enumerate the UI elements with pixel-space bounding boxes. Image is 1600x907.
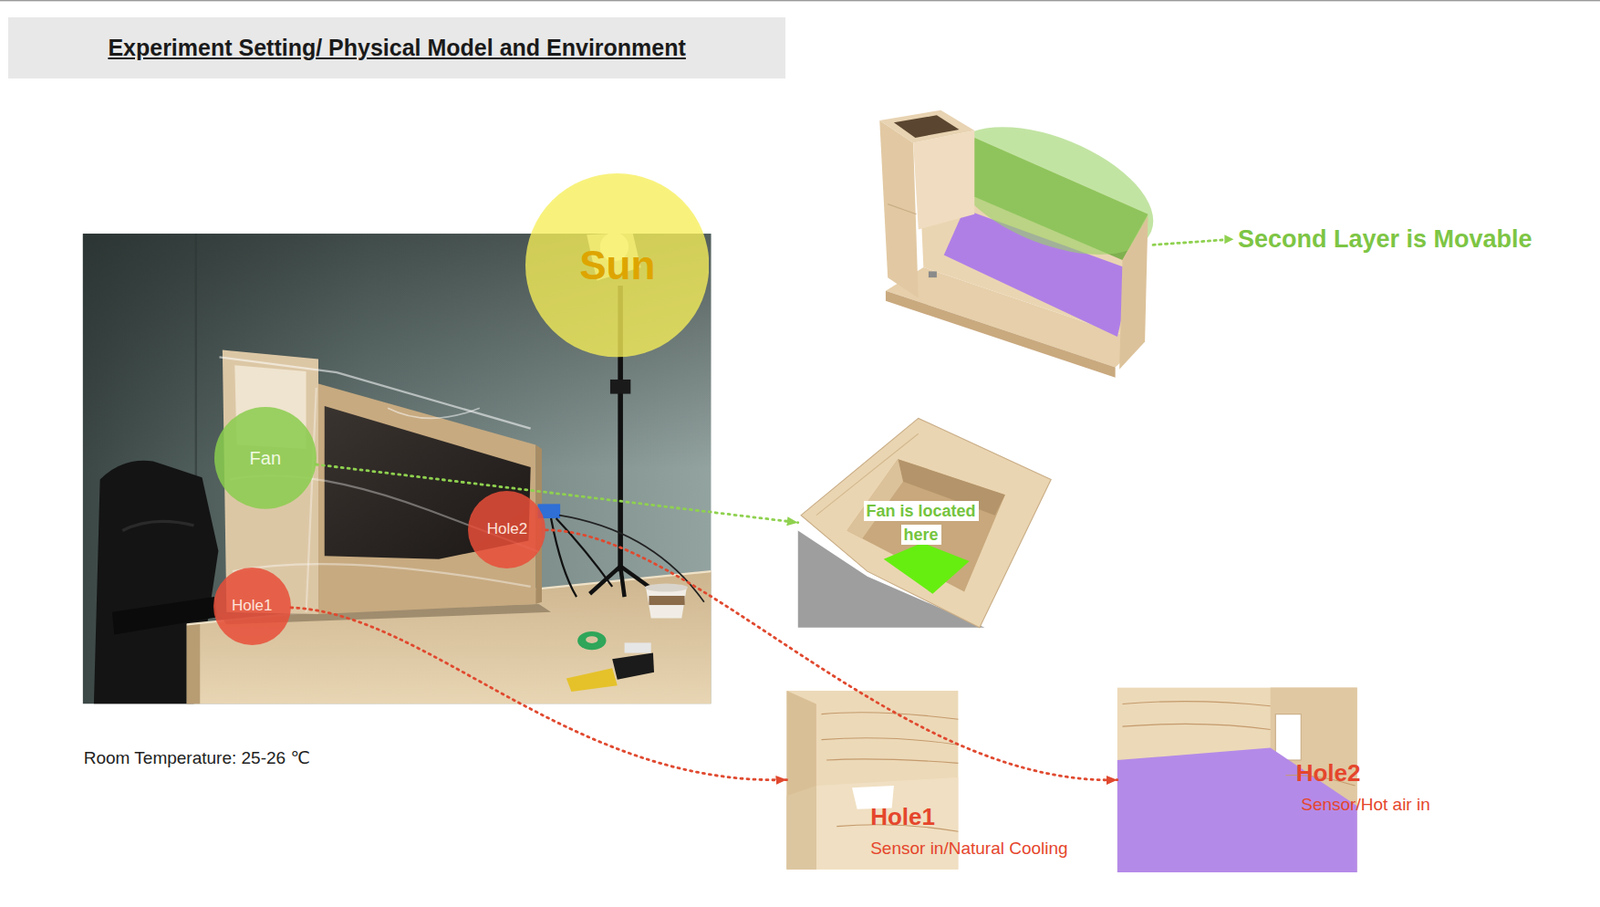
- top-rule: [0, 0, 1600, 1]
- sensor-wires-part: [559, 515, 705, 603]
- hole1-render-part: [820, 712, 958, 832]
- fan-location-label: Fan is located here: [863, 500, 979, 545]
- tools-part: [585, 635, 598, 644]
- tools-part: [624, 642, 652, 653]
- hole2-render-area: Hole2Sensor/Hot air in: [1117, 687, 1455, 874]
- box-render: [879, 101, 1172, 378]
- fan-render: [798, 417, 1051, 627]
- fan-label: Fan: [249, 447, 281, 468]
- hole-description-holder: Sensor/Hot air in: [1300, 794, 1431, 815]
- fan-render-part: [883, 542, 970, 594]
- dotted-arrow: [290, 607, 788, 780]
- box-model-part: [387, 407, 480, 418]
- sun-circle: Sun: [525, 173, 709, 357]
- sensor-wires: [538, 503, 705, 602]
- hole-description: Sensor/Hot air in: [1300, 794, 1431, 814]
- tools-part: [577, 631, 606, 650]
- lamp-stand-part: [620, 566, 624, 598]
- hole-description-holder: Sensor in/Natural Cooling: [870, 838, 1069, 859]
- chair-part: [93, 460, 219, 705]
- leader-arrow-part: [1153, 239, 1226, 246]
- hole-heading-holder: Hole2: [1296, 759, 1362, 788]
- box-render-part: [1119, 216, 1148, 370]
- sensor-wires-part: [556, 518, 613, 587]
- hole1-render-part: [786, 785, 816, 870]
- leader-arrow: [1153, 234, 1234, 245]
- fan-circle-fill: [214, 406, 317, 510]
- box-render-part: [879, 120, 919, 299]
- fan-render-part: [800, 417, 1051, 627]
- fan-location-label-holder: Fan is located here: [857, 498, 986, 547]
- hole-heading-holder: Hole1: [870, 803, 936, 832]
- tools: [566, 631, 655, 692]
- cup-part: [648, 595, 685, 605]
- hole-circle: Hole2: [467, 490, 546, 569]
- tools-part: [612, 653, 655, 680]
- cup-part: [645, 587, 687, 619]
- chair-part: [122, 520, 194, 530]
- callout-label-holder: Second Layer is Movable: [1237, 224, 1533, 254]
- title-text: Experiment Setting/ Physical Model and E…: [107, 34, 686, 62]
- lamp-stand-part: [590, 566, 622, 594]
- note-text-holder: Room Temperature: 25-26 ℃: [83, 748, 311, 769]
- sun-circle-fill: [525, 173, 709, 357]
- fan-circle: Fan: [214, 406, 317, 510]
- table-part: [187, 623, 201, 704]
- box-render-part: [879, 110, 975, 144]
- hole-circle-fill: [467, 490, 546, 569]
- cup-part: [644, 583, 688, 593]
- hole-heading: Hole1: [870, 802, 936, 831]
- hole-circle-fill: [213, 567, 291, 645]
- box-render-part: [913, 130, 975, 229]
- title-band: Experiment Setting/ Physical Model and E…: [8, 17, 786, 79]
- lamp-stand-part: [610, 379, 631, 395]
- callout-label: Second Layer is Movable: [1237, 225, 1533, 253]
- hole-label: Hole2: [487, 520, 528, 539]
- hole1-render-part: [786, 690, 816, 870]
- box-render-part: [887, 204, 916, 215]
- dotted-arrow: [315, 464, 798, 523]
- hole-label: Hole1: [231, 597, 272, 615]
- dotted-arrow: [545, 529, 1118, 780]
- hole2-render-part: [1275, 714, 1301, 760]
- box-model-part: [324, 405, 531, 560]
- hole1-render-area: Hole1Sensor in/Natural Cooling: [786, 690, 1098, 871]
- sun-label: Sun: [579, 243, 655, 288]
- hole-heading: Hole2: [1296, 758, 1362, 787]
- tools-part: [566, 667, 618, 692]
- fan-render-area: Fan is located here: [798, 418, 1053, 629]
- chair: [93, 460, 219, 705]
- box-model-part: [306, 387, 317, 613]
- hole-description: Sensor in/Natural Cooling: [870, 838, 1069, 858]
- box-render-part: [893, 114, 960, 138]
- leader-arrow-part: [1224, 234, 1234, 244]
- box-render-part: [928, 270, 937, 278]
- hole-circle: Hole1: [213, 567, 291, 645]
- fan-render-part: [846, 458, 904, 539]
- note-text: Room Temperature: 25-26 ℃: [83, 748, 311, 768]
- cup: [644, 583, 688, 619]
